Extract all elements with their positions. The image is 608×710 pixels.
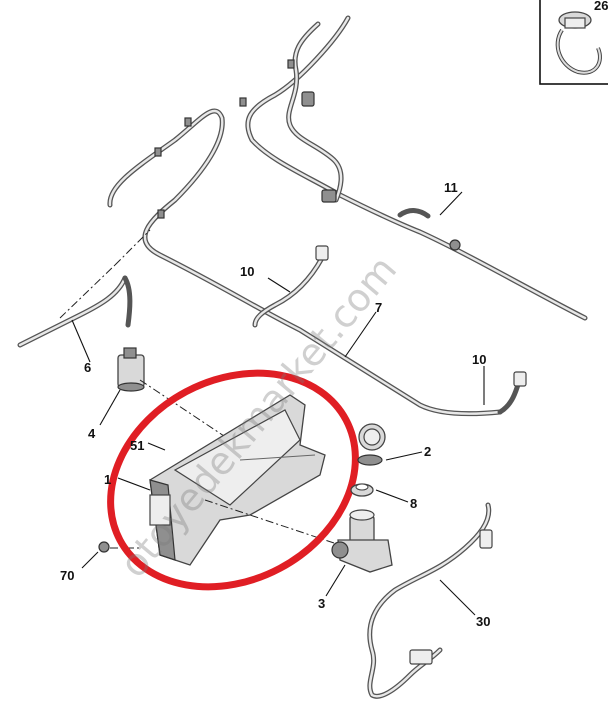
leader-lines (71, 191, 485, 616)
callout-10-lower: 10 (472, 352, 486, 367)
filler-neck-3 (331, 509, 393, 573)
hose-6 (17, 229, 151, 348)
connector-icon (479, 529, 493, 549)
connector-icon (321, 189, 337, 203)
inset-clip-26: 26 (539, 0, 608, 85)
connector-icon (409, 649, 433, 665)
callout-51: 51 (130, 438, 144, 453)
callout-10-upper: 10 (240, 264, 254, 279)
callout-6: 6 (84, 360, 91, 375)
hose-30 (367, 502, 493, 699)
connector-icon (301, 91, 315, 107)
clip-26-icon (555, 11, 602, 75)
callout-26: 26 (594, 0, 608, 13)
callout-70: 70 (60, 568, 74, 583)
callout-1: 1 (104, 472, 111, 487)
washer-reservoir-1 (98, 394, 341, 566)
grommet-8 (350, 483, 374, 497)
callout-7: 7 (375, 300, 382, 315)
filler-cap-2 (357, 423, 386, 466)
highlight-circle (107, 369, 359, 591)
callout-30: 30 (476, 614, 490, 629)
callout-8: 8 (410, 496, 417, 511)
connector-icon (513, 371, 527, 387)
callout-2: 2 (424, 444, 431, 459)
callout-4: 4 (88, 426, 96, 441)
pump-4 (117, 347, 231, 441)
connector-icon (449, 239, 461, 251)
hose-harness-upper (107, 15, 588, 417)
connector-icon (315, 245, 329, 261)
callout-3: 3 (318, 596, 325, 611)
callout-11: 11 (444, 180, 458, 195)
